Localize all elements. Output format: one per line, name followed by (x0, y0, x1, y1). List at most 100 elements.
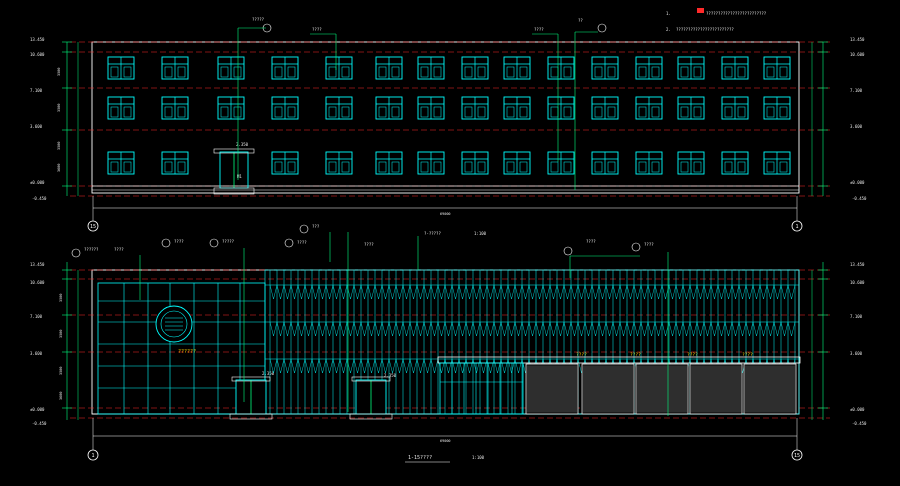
bottom-dim-3: 3500 (59, 367, 63, 375)
bottom-right-level-6: -0.450 (852, 421, 867, 426)
bottom-fin-pattern-550-1 (549, 321, 558, 337)
bottom-fin-pattern-718-1 (717, 321, 726, 337)
bottom-fin-pattern-361-1 (360, 321, 369, 337)
bottom-fin-pattern-767-1 (766, 321, 775, 337)
top-window-pane-14-2 (766, 161, 775, 173)
bottom-fin-pattern-606-1 (605, 321, 614, 337)
bottom-fin-pattern-501-2 (500, 358, 509, 374)
bottom-fin-pattern-466-0 (465, 284, 474, 300)
top-door-label: 2.350 (236, 142, 249, 147)
bottom-fin-pattern-508-2 (507, 358, 516, 374)
bottom-axis-right-label: 15 (794, 453, 800, 459)
bottom-fin-pattern-739-0 (738, 284, 747, 300)
bottom-fin-pattern-669-1 (668, 321, 677, 337)
bottom-fin-pattern-417-1 (416, 321, 425, 337)
bottom-callout-1-circle (71, 248, 81, 258)
bottom-fin-pattern-473-0 (472, 284, 481, 300)
bottom-fin-pattern-711-0 (710, 284, 719, 300)
bay-sign-1: ???? (576, 352, 587, 358)
bottom-fin-pattern-340-2 (339, 358, 348, 374)
bottom-fin-pattern-319-2 (318, 358, 327, 374)
bottom-fin-pattern-270-2 (269, 358, 278, 374)
top-door-tag: M1 (237, 174, 242, 179)
bottom-door-1-steps (229, 413, 273, 420)
bottom-fin-pattern-452-0 (451, 284, 460, 300)
top-window-pane-12-2 (680, 161, 689, 173)
top-window-pane2-14-2 (779, 161, 788, 173)
top-window-pane-0-2 (110, 161, 119, 173)
bottom-fin-pattern-522-1 (521, 321, 530, 337)
top-window-pane-14-0 (766, 66, 775, 78)
bottom-fin-pattern-305-2 (304, 358, 313, 374)
bottom-fin-pattern-732-1 (731, 321, 740, 337)
bottom-fin-pattern-613-1 (612, 321, 621, 337)
bottom-fin-pattern-592-1 (591, 321, 600, 337)
bottom-fin-pattern-655-0 (654, 284, 663, 300)
bottom-fin-pattern-361-2 (360, 358, 369, 374)
bottom-fin-pattern-564-0 (563, 284, 572, 300)
bottom-fin-pattern-585-0 (584, 284, 593, 300)
top-window-pane-10-1 (594, 106, 603, 118)
bottom-fin-pattern-599-0 (598, 284, 607, 300)
bottom-fin-pattern-452-2 (451, 358, 460, 374)
top-callout-c-circle (597, 23, 607, 33)
top-window-pane2-5-0 (391, 66, 400, 78)
bottom-fin-pattern-648-1 (647, 321, 656, 337)
top-window-pane-4-0 (328, 66, 337, 78)
bottom-fin-pattern-438-1 (437, 321, 446, 337)
bottom-left-level-2: 10.600 (30, 280, 45, 285)
bottom-right-level-5: ±0.000 (850, 407, 865, 412)
bottom-fin-pattern-711-1 (710, 321, 719, 337)
bottom-fin-pattern-494-1 (493, 321, 502, 337)
bottom-fin-pattern-515-1 (514, 321, 523, 337)
top-window-pane2-3-1 (287, 106, 296, 118)
bottom-fin-pattern-424-0 (423, 284, 432, 300)
bottom-fin-pattern-277-2 (276, 358, 285, 374)
bottom-fin-pattern-326-0 (325, 284, 334, 300)
top-window-pane-11-2 (638, 161, 647, 173)
building-emblem-circle (155, 305, 193, 343)
top-window-pane-9-1 (550, 106, 559, 118)
top-window-pane-14-1 (766, 106, 775, 118)
note-marker-icon (697, 8, 704, 13)
bottom-fin-pattern-529-0 (528, 284, 537, 300)
top-window-pane2-12-2 (693, 161, 702, 173)
bottom-fin-pattern-431-0 (430, 284, 439, 300)
bottom-fin-pattern-571-1 (570, 321, 579, 337)
bottom-fin-pattern-319-1 (318, 321, 327, 337)
bottom-fin-pattern-333-2 (332, 358, 341, 374)
bottom-fin-pattern-410-2 (409, 358, 418, 374)
bottom-fin-pattern-739-1 (738, 321, 747, 337)
top-window-pane-11-0 (638, 66, 647, 78)
bay-sign-2: ???? (630, 352, 641, 358)
top-window-pane2-13-0 (737, 66, 746, 78)
bottom-fin-pattern-326-1 (325, 321, 334, 337)
top-facade-outline (91, 41, 800, 194)
bottom-callout-6: ???? (364, 242, 374, 247)
bottom-fin-pattern-396-0 (395, 284, 404, 300)
top-left-level-2: 10.600 (30, 52, 45, 57)
top-window-pane2-1-2 (177, 161, 186, 173)
top-right-level-6: -0.450 (852, 196, 867, 201)
top-window-pane2-9-2 (563, 161, 572, 173)
bottom-fin-pattern-368-0 (367, 284, 376, 300)
bottom-callout-4-circle (209, 238, 219, 248)
bottom-fin-pattern-683-0 (682, 284, 691, 300)
bottom-left-level-labels: 13.450 10.600 7.100 3.600 ±0.000 -0.450 (30, 262, 47, 426)
top-window-pane-8-2 (506, 161, 515, 173)
note-2-text: ???????????????????????? (676, 27, 734, 32)
top-window-pane2-7-1 (477, 106, 486, 118)
bottom-left-level-6: -0.450 (32, 421, 47, 426)
top-window-pane-2-1 (220, 106, 229, 118)
bottom-callout-7-circle (563, 246, 573, 256)
bottom-right-level-3: 7.100 (850, 314, 863, 319)
bottom-fin-pattern-760-1 (759, 321, 768, 337)
bottom-callout-5-circle (299, 224, 309, 234)
top-callouts: ????? ???? ???? ?? 2.350 M1 (236, 17, 607, 179)
bottom-fin-pattern-683-1 (682, 321, 691, 337)
bottom-fin-pattern-781-1 (780, 321, 789, 337)
top-window-pane-7-0 (464, 66, 473, 78)
bottom-left-level-4: 3.600 (30, 351, 43, 356)
